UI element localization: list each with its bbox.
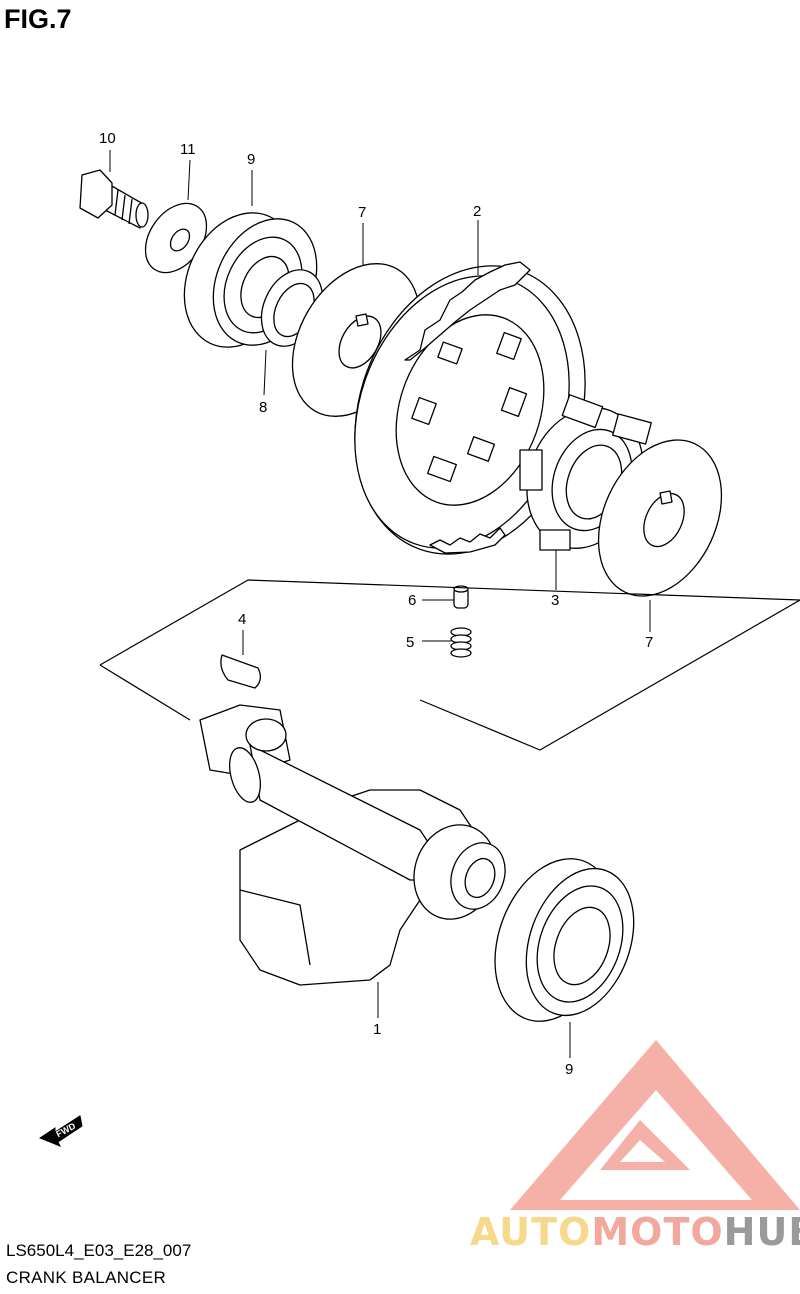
callout-8: 8	[259, 399, 267, 416]
callout-11: 11	[180, 141, 196, 158]
watermark-moto: MOTO	[591, 1210, 724, 1254]
callout-6: 6	[408, 592, 416, 609]
watermark-hub: HUB	[723, 1210, 800, 1254]
callout-7-upper: 7	[358, 204, 366, 221]
part-5-spring	[450, 627, 472, 658]
part-10-bolt	[79, 169, 149, 229]
leader-lines	[109, 150, 651, 1058]
callout-9-lower: 9	[565, 1061, 573, 1078]
part-7-lower-plate	[597, 439, 723, 597]
part-2-gear	[354, 261, 586, 555]
callout-3: 3	[551, 592, 559, 609]
callout-5: 5	[406, 634, 414, 651]
figure-code: LS650L4_E03_E28_007	[6, 1241, 192, 1260]
part-6-pin	[453, 585, 469, 609]
callout-10: 10	[99, 130, 116, 147]
watermark-wordmark: AUTOMOTOHUB	[470, 1210, 800, 1254]
callout-4: 4	[238, 611, 246, 628]
callout-1: 1	[373, 1021, 381, 1038]
assembly-plane	[99, 579, 800, 751]
part-11-washer	[144, 202, 208, 274]
watermark-logo-triangle	[510, 1040, 800, 1210]
part-1-balancer	[199, 704, 506, 986]
figure-title: FIG.7	[4, 4, 72, 34]
callout-2: 2	[473, 203, 481, 220]
callout-9-upper: 9	[247, 151, 255, 168]
figure-caption: CRANK BALANCER	[6, 1268, 167, 1287]
part-4-key	[220, 654, 262, 689]
fwd-direction-arrow: FWD	[38, 1115, 83, 1147]
watermark-auto: AUTO	[470, 1210, 592, 1254]
part-9-lower-bearing	[494, 858, 635, 1022]
callout-labels: 10 11 9 7 2 8 6 5 4 3 7 1 9	[99, 130, 653, 1078]
callout-7-lower: 7	[645, 634, 653, 651]
